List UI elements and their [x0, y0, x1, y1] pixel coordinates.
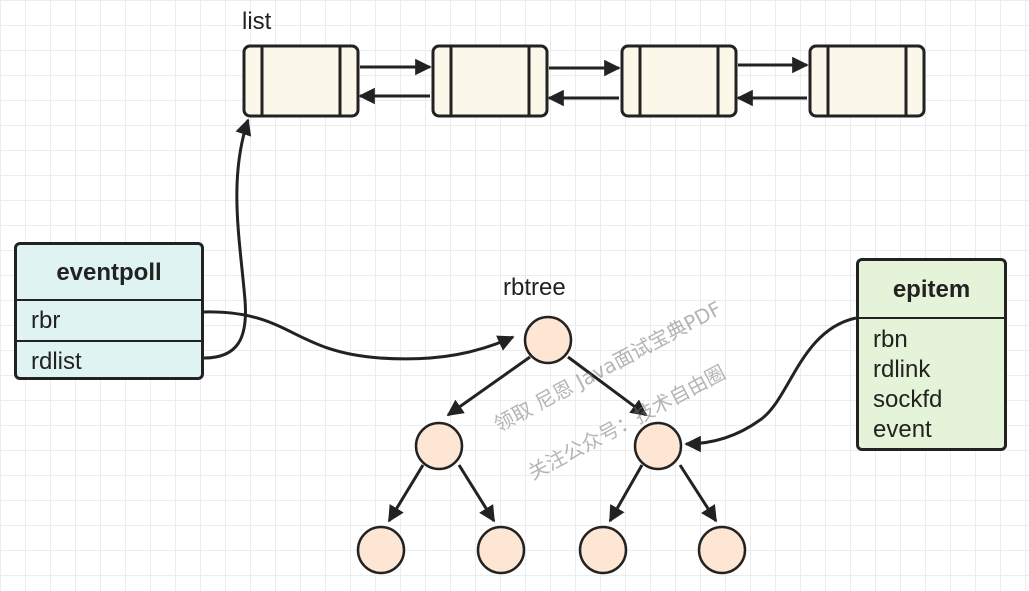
list-node: [242, 44, 360, 118]
tree-leaf-node: [356, 525, 406, 575]
eventpoll-field-rbr: rbr: [31, 307, 61, 334]
tree-edge-arrow: [387, 464, 425, 523]
list-node: [620, 44, 738, 118]
epitem-field-rbn: rbn: [873, 326, 908, 353]
tree-leaf-node: [476, 525, 526, 575]
tree-leaf-node: [697, 525, 747, 575]
tree-node: [414, 421, 464, 471]
rbr-to-rbtree-arrow: [203, 310, 515, 361]
rdlist-to-list-arrow: [203, 118, 252, 360]
list-node: [808, 44, 926, 118]
eventpoll-title: eventpoll: [17, 245, 201, 301]
list-node: [431, 44, 549, 118]
tree-edge-arrow: [457, 464, 496, 523]
tree-edge-arrow: [567, 355, 648, 417]
rbtree-label: rbtree: [503, 274, 566, 301]
tree-leaf-node: [578, 525, 628, 575]
epitem-field-sockfd: sockfd: [873, 386, 943, 413]
tree-edge-arrow: [608, 464, 644, 523]
tree-edge-arrow: [446, 355, 531, 417]
tree-node: [633, 421, 683, 471]
tree-edge-arrow: [678, 464, 718, 523]
epitem-fields: rbn rdlink sockfd event: [859, 319, 1004, 445]
epitem-title: epitem: [859, 261, 1004, 319]
epitem-struct: epitem rbn rdlink sockfd event: [856, 258, 1007, 451]
list-label: list: [242, 8, 272, 35]
eventpoll-field-rdlist: rdlist: [17, 340, 201, 377]
tree-root-node: [523, 315, 573, 365]
epitem-field-rdlink: rdlink: [873, 356, 931, 383]
epitem-to-tree-arrow: [684, 316, 857, 453]
epitem-field-event: event: [873, 416, 932, 443]
eventpoll-struct: eventpoll rbr rdlist: [14, 242, 204, 380]
